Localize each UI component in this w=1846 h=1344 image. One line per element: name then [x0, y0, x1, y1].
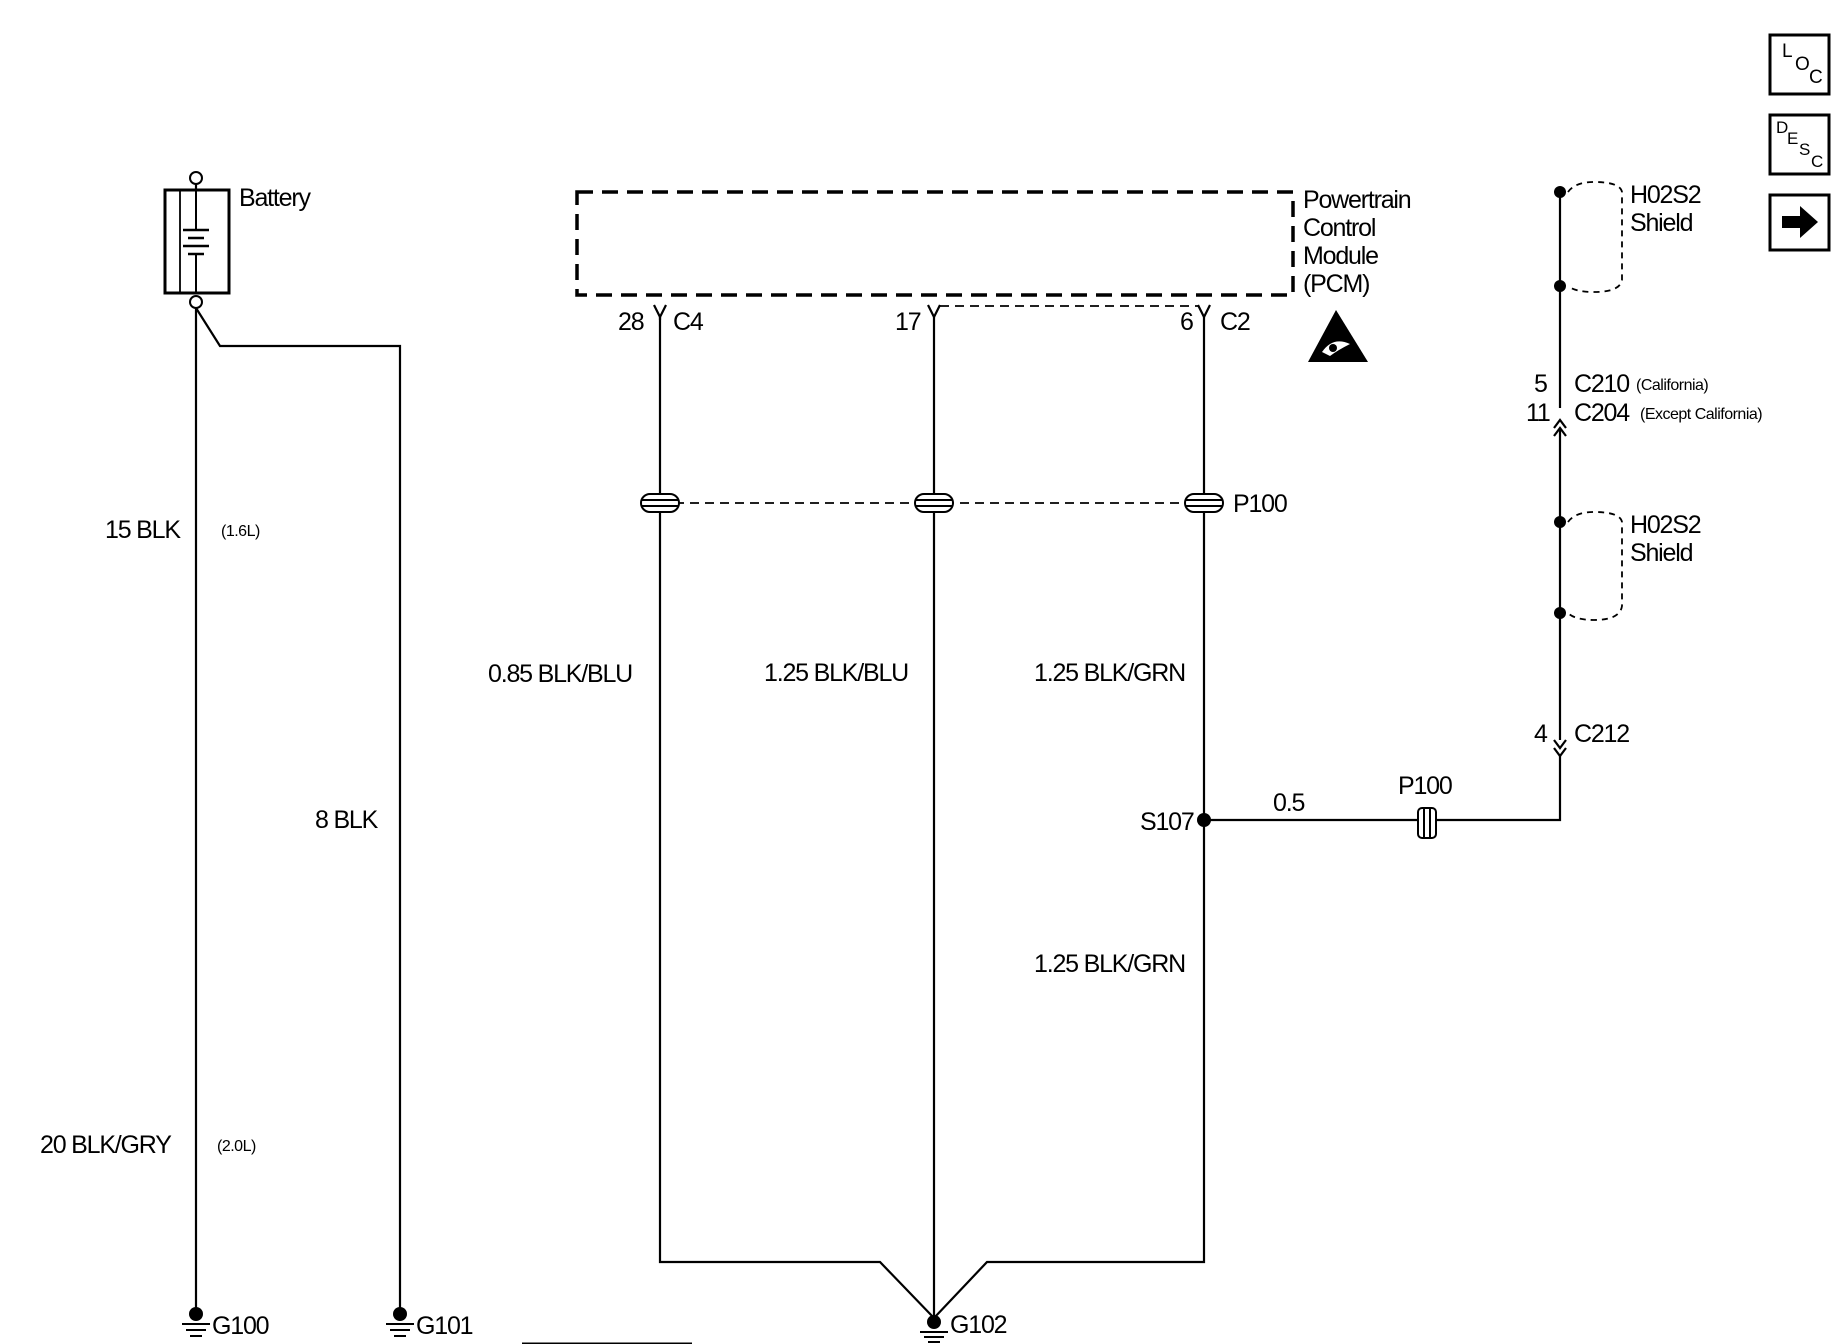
- pin-6-label: 6: [1180, 308, 1193, 336]
- wire-label-15-blk: 15 BLK: [105, 516, 181, 544]
- connector-c212-symbol: [1553, 739, 1567, 758]
- battery-symbol: [163, 171, 231, 309]
- splice-s107-label: S107: [1140, 808, 1194, 836]
- c210-label: C210: [1574, 370, 1629, 398]
- battery-label: Battery: [239, 184, 311, 212]
- ground-g102-label: G102: [950, 1311, 1007, 1339]
- pass-through-p100-label: P100: [1233, 490, 1287, 518]
- ground-g101-label: G101: [416, 1312, 473, 1340]
- c212-label: C212: [1574, 720, 1629, 748]
- wire-c2-to-g102: [933, 317, 1206, 1319]
- desc-letter-e: E: [1787, 129, 1798, 148]
- desc-letter-d: D: [1776, 118, 1788, 137]
- wire-label-125-blk-grn-lower: 1.25 BLK/GRN: [1034, 950, 1185, 978]
- ground-g102-icon: [920, 1315, 948, 1343]
- c204-note: (Except California): [1640, 406, 1762, 423]
- c210-note: (California): [1636, 377, 1708, 394]
- wire-label-125-blk-blu: 1.25 BLK/BLU: [764, 659, 908, 687]
- shield-lower-label: Shield: [1630, 539, 1693, 567]
- shield-drain-wire-right: [1436, 754, 1562, 822]
- wire-label-085-blk-blu: 0.85 BLK/BLU: [488, 660, 632, 688]
- pcm-pin-17: [927, 304, 941, 320]
- loc-letter-c: C: [1809, 67, 1823, 88]
- shield-upper-label: Shield: [1630, 209, 1693, 237]
- pcm-label-line2: Control: [1303, 214, 1375, 242]
- pin-17-label: 17: [895, 308, 921, 336]
- battery-wire-to-g101: [195, 307, 402, 1308]
- wire-c4-to-g102: [658, 317, 935, 1319]
- c212-pin-label: 4: [1534, 720, 1548, 748]
- loc-letter-o: O: [1795, 54, 1810, 75]
- connector-c210-c204-symbol: [1553, 418, 1567, 437]
- next-button[interactable]: [1768, 193, 1831, 252]
- loc-letter-l: L: [1782, 41, 1793, 62]
- h02s2-shield-upper-symbol: [1554, 181, 1623, 293]
- wire-note-16l: (1.6L): [221, 523, 260, 540]
- right-arrow-icon: [1782, 206, 1818, 238]
- wire-note-20l: (2.0L): [217, 1138, 256, 1155]
- wire-label-05: 0.5: [1273, 789, 1304, 817]
- loc-button[interactable]: L O C: [1768, 33, 1831, 96]
- wire-label-8-blk: 8 BLK: [315, 806, 379, 834]
- connector-c2-label: C2: [1220, 308, 1250, 336]
- h02s2-lower-label: H02S2: [1630, 511, 1701, 539]
- c204-label: C204: [1574, 399, 1630, 427]
- c210-pin-label: 5: [1534, 370, 1547, 398]
- c204-pin-label: 11: [1526, 399, 1550, 427]
- desc-letter-s: S: [1799, 140, 1810, 159]
- pcm-label-line3: Module: [1303, 242, 1378, 270]
- ground-g100-icon: [182, 1307, 210, 1337]
- ground-g100-label: G100: [212, 1312, 269, 1340]
- pin-28-label: 28: [618, 308, 644, 336]
- ground-g101-icon: [386, 1307, 414, 1337]
- wire-label-20-blk-gry: 20 BLK/GRY: [40, 1131, 172, 1159]
- pass-through-c2: [1184, 493, 1224, 513]
- pcm-label-line4: (PCM): [1303, 270, 1369, 298]
- connector-c4-label: C4: [673, 308, 704, 336]
- drain-p100-label: P100: [1398, 772, 1452, 800]
- h02s2-upper-label: H02S2: [1630, 181, 1701, 209]
- pcm-pin-c2: [1197, 304, 1211, 320]
- esd-sensitive-icon: [1308, 310, 1368, 362]
- h02s2-shield-lower-symbol: [1554, 511, 1623, 621]
- pcm-module-box: [575, 190, 1295, 297]
- desc-letter-c: C: [1811, 152, 1823, 171]
- pass-through-c4: [640, 493, 680, 513]
- pass-through-17: [914, 493, 954, 513]
- wire-label-125-blk-grn-upper: 1.25 BLK/GRN: [1034, 659, 1185, 687]
- pcm-label-line1: Powertrain: [1303, 186, 1411, 214]
- desc-button[interactable]: D E S C: [1768, 113, 1831, 176]
- pass-through-p100-drain: [1417, 807, 1437, 839]
